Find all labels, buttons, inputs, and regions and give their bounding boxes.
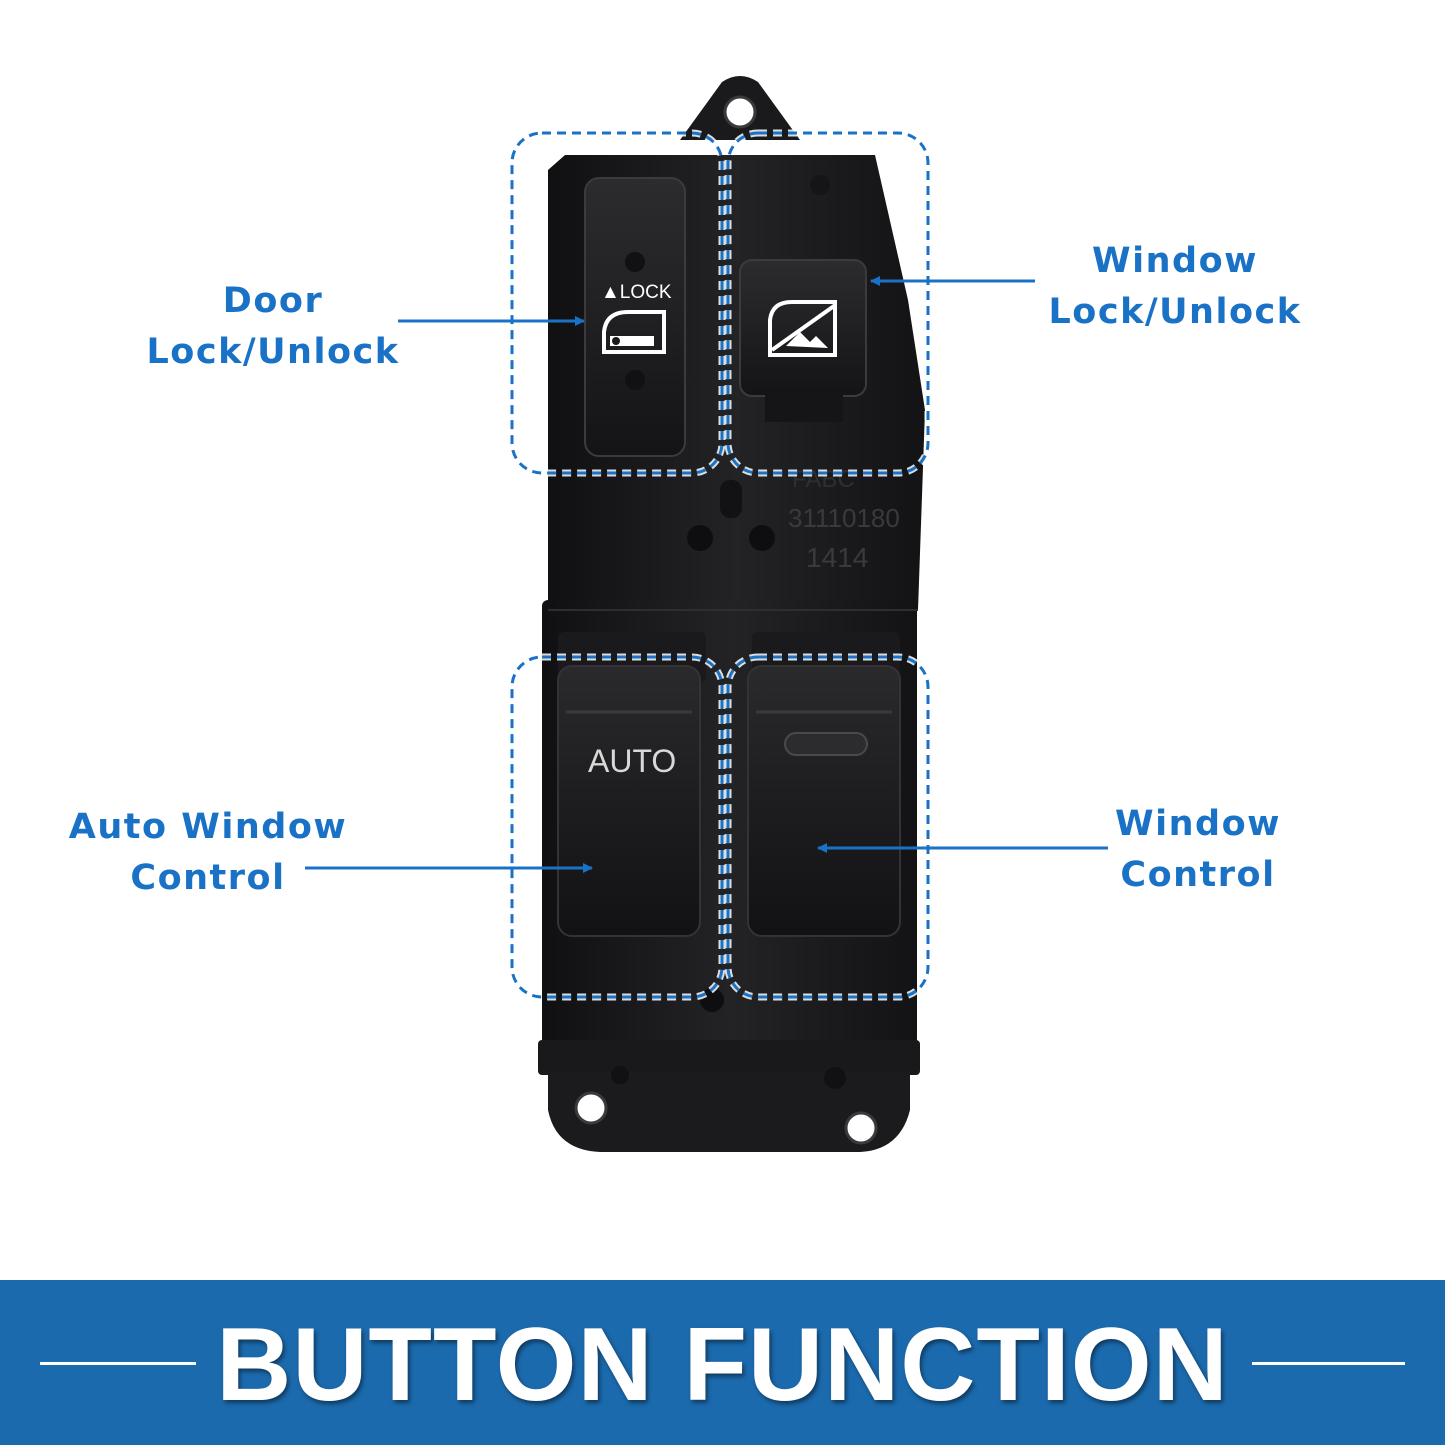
auto-window-callout: Auto Window Control [58, 802, 358, 904]
window-control-rocker[interactable] [747, 632, 901, 937]
date-code-marking: 1414 [806, 542, 868, 573]
window-control-callout-line2: Control [1120, 855, 1276, 895]
window-lock-frame [726, 131, 930, 475]
top-mounting-hole [725, 97, 755, 127]
auto-button-marking: AUTO [588, 743, 676, 779]
window-lock-callout: Window Lock/Unlock [1030, 236, 1320, 338]
bottom-left-mounting-hole [576, 1093, 606, 1123]
switch-base-plate [538, 1040, 920, 1075]
banner-rule-left [40, 1362, 196, 1365]
window-control-callout: Window Control [1078, 799, 1318, 901]
window-control-ridge [784, 732, 868, 756]
window-lock-button[interactable] [739, 259, 867, 422]
door-lock-marking: ▲LOCK [601, 282, 672, 303]
door-lock-frame [510, 131, 724, 475]
title-banner [0, 1280, 1445, 1445]
door-lock-callout: Door Lock/Unlock [128, 276, 418, 378]
banner-title: BUTTON FUNCTION [216, 1307, 1229, 1423]
highlight-frames [508, 129, 932, 1001]
window-lock-callout-line1: Window [1092, 241, 1258, 281]
part-number-marking: 31110180 [788, 503, 900, 533]
power-window-switch-illustration: FABC 31110180 1414 ▲LOCK AUTO [305, 76, 1108, 1152]
door-lock-callout-line2: Lock/Unlock [146, 332, 400, 372]
auto-window-rocker[interactable]: AUTO [557, 632, 706, 937]
window-control-frame [726, 655, 930, 999]
window-lock-icon [768, 300, 837, 357]
auto-window-callout-line2: Control [130, 858, 286, 898]
door-lock-callout-line1: Door [222, 281, 324, 321]
window-lock-callout-line2: Lock/Unlock [1048, 292, 1302, 332]
auto-window-callout-line1: Auto Window [68, 807, 348, 847]
window-control-callout-line1: Window [1115, 804, 1281, 844]
door-key-icon [602, 310, 666, 354]
banner-rule-right [1252, 1362, 1405, 1365]
bottom-right-mounting-hole [846, 1113, 876, 1143]
auto-window-frame [510, 655, 724, 999]
bottom-mounting-flange [548, 1072, 910, 1152]
door-lock-rocker[interactable]: ▲LOCK [584, 177, 686, 457]
